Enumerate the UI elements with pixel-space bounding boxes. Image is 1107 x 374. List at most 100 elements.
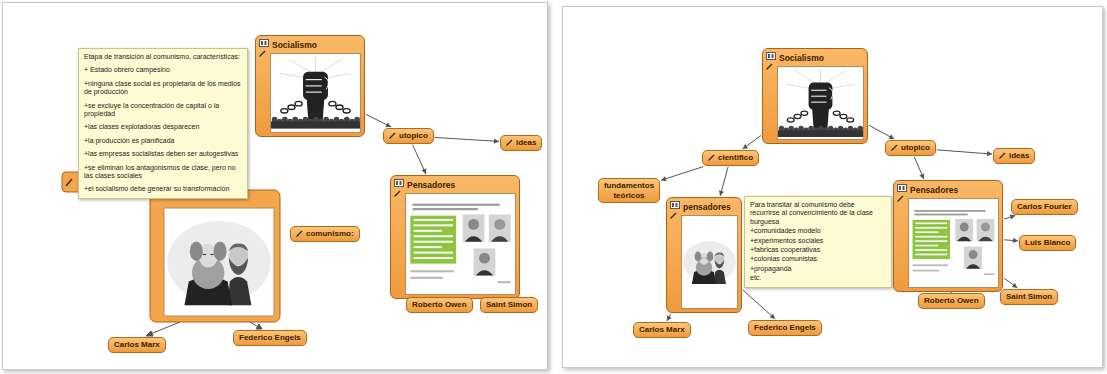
note-box: Etapa de transición al comunismo, caract… [78,48,248,199]
topic-box: Federico Engels [233,330,307,346]
node-text: Saint Simon [1006,292,1052,302]
node-text: Saint Simon [486,300,532,310]
node-text: Luis Blanco [1025,238,1070,248]
topic-box: Luis Blanco [1019,235,1076,251]
topic-box: Saint Simon [480,297,538,313]
connector [1004,215,1015,220]
node-text: +fabricas cooperativas [750,246,886,254]
node-text: +ninguna clase social es propietaria de … [84,80,242,97]
arrow-head [422,168,427,174]
node-text: +se excluye la concentración de capital … [84,102,242,119]
connector [366,114,391,127]
topic-box: fundamentos teóricos [598,178,660,203]
node-picture [909,199,998,287]
node-text: +experimentos sociales [750,237,886,245]
pencil-icon [708,154,715,161]
picture-frame [777,66,864,140]
icon-column [394,179,405,295]
picture-frame [908,198,999,288]
arrow-head [667,315,672,321]
node-picture [406,194,515,294]
node-text: +las clases explotadoras desparecen [84,123,242,131]
picture-frame [405,193,516,295]
topic-box: ideas [993,148,1035,164]
pencil-icon [389,132,396,139]
connector-line [743,290,775,319]
topic-icon [259,39,269,47]
topic-title: pensadores [681,201,738,215]
connector [1004,278,1017,288]
arrow-head [743,144,749,149]
node-text: utopico [399,131,428,141]
node-text: Carlos Marx [114,340,160,350]
node-text: cientifico [718,153,753,163]
node-text: Federico Engels [754,323,816,333]
icon-column [259,39,270,133]
arrow-head [987,151,992,156]
note-box: Para transitar al comunismo debe recurri… [744,196,892,288]
pencil-icon [296,230,303,237]
pencil-icon [670,212,677,219]
node-text: ideas [516,138,536,148]
node-text: +el socialismo debe generar su transform… [84,185,242,193]
node-text: Carlos Marx [639,325,685,335]
node-text: Roberto Owen [412,300,467,310]
node-text: comunismo: [306,229,354,239]
node-text: +colonias comunistas [750,255,886,263]
topic-box: Carlos Marx [633,322,691,338]
picture-frame [681,215,738,309]
arrow-head [1013,238,1018,243]
topic-icon [766,52,776,60]
pencil-icon [897,195,904,202]
connector [937,150,992,156]
connector-line [435,137,499,141]
pencil-icon [394,190,401,197]
arrow-head [1012,283,1018,288]
topic-body: Pensadores [908,184,999,288]
connector [661,167,703,182]
connector-line [667,314,671,321]
connector-line [661,167,703,181]
connector-line [743,136,761,149]
topic-title: Socialismo [270,39,361,53]
connector-line [412,145,426,174]
topic-body: pensadores [681,201,738,309]
connector [412,145,426,174]
connector-line [914,157,924,179]
topic-title: Socialismo [777,52,864,66]
connector [914,157,924,179]
topic-box: Saint Simon [1000,289,1058,305]
topic-box: Federico Engels [748,320,822,336]
node-picture [271,54,360,132]
topic-title: Pensadores [908,184,999,198]
image-topic: Pensadores [390,175,520,299]
arrow-head [385,122,391,127]
node-picture [778,67,863,139]
topic-title: Pensadores [405,179,516,193]
topic-box: Carlos Marx [108,337,166,353]
icon-column [670,201,681,309]
connector [719,167,728,196]
topic-icon [394,179,404,187]
connector-line [937,150,992,154]
image-topic: Socialismo [255,35,365,137]
connector-line [1004,278,1017,288]
image-topic: pensadores [666,197,742,313]
arrow-head [661,176,667,181]
arrow-head [770,314,775,319]
icon-column [897,184,908,288]
node-text: Para transitar al comunismo debe recurri… [750,201,886,226]
image-topic: Pensadores [893,180,1003,292]
topic-icon [670,201,680,209]
arrow-head [494,139,499,144]
topic-box: utopico [383,128,434,144]
node-text: utopico [901,143,930,153]
node-text: etc. [750,274,886,282]
arrow-head [889,134,895,139]
image-topic: Socialismo [762,48,868,144]
node-text: Federico Engels [239,333,301,343]
node-text: +propaganda [750,265,886,273]
topic-box: Roberto Owen [918,293,985,309]
topic-body: Socialismo [777,52,864,140]
connector [435,137,499,143]
